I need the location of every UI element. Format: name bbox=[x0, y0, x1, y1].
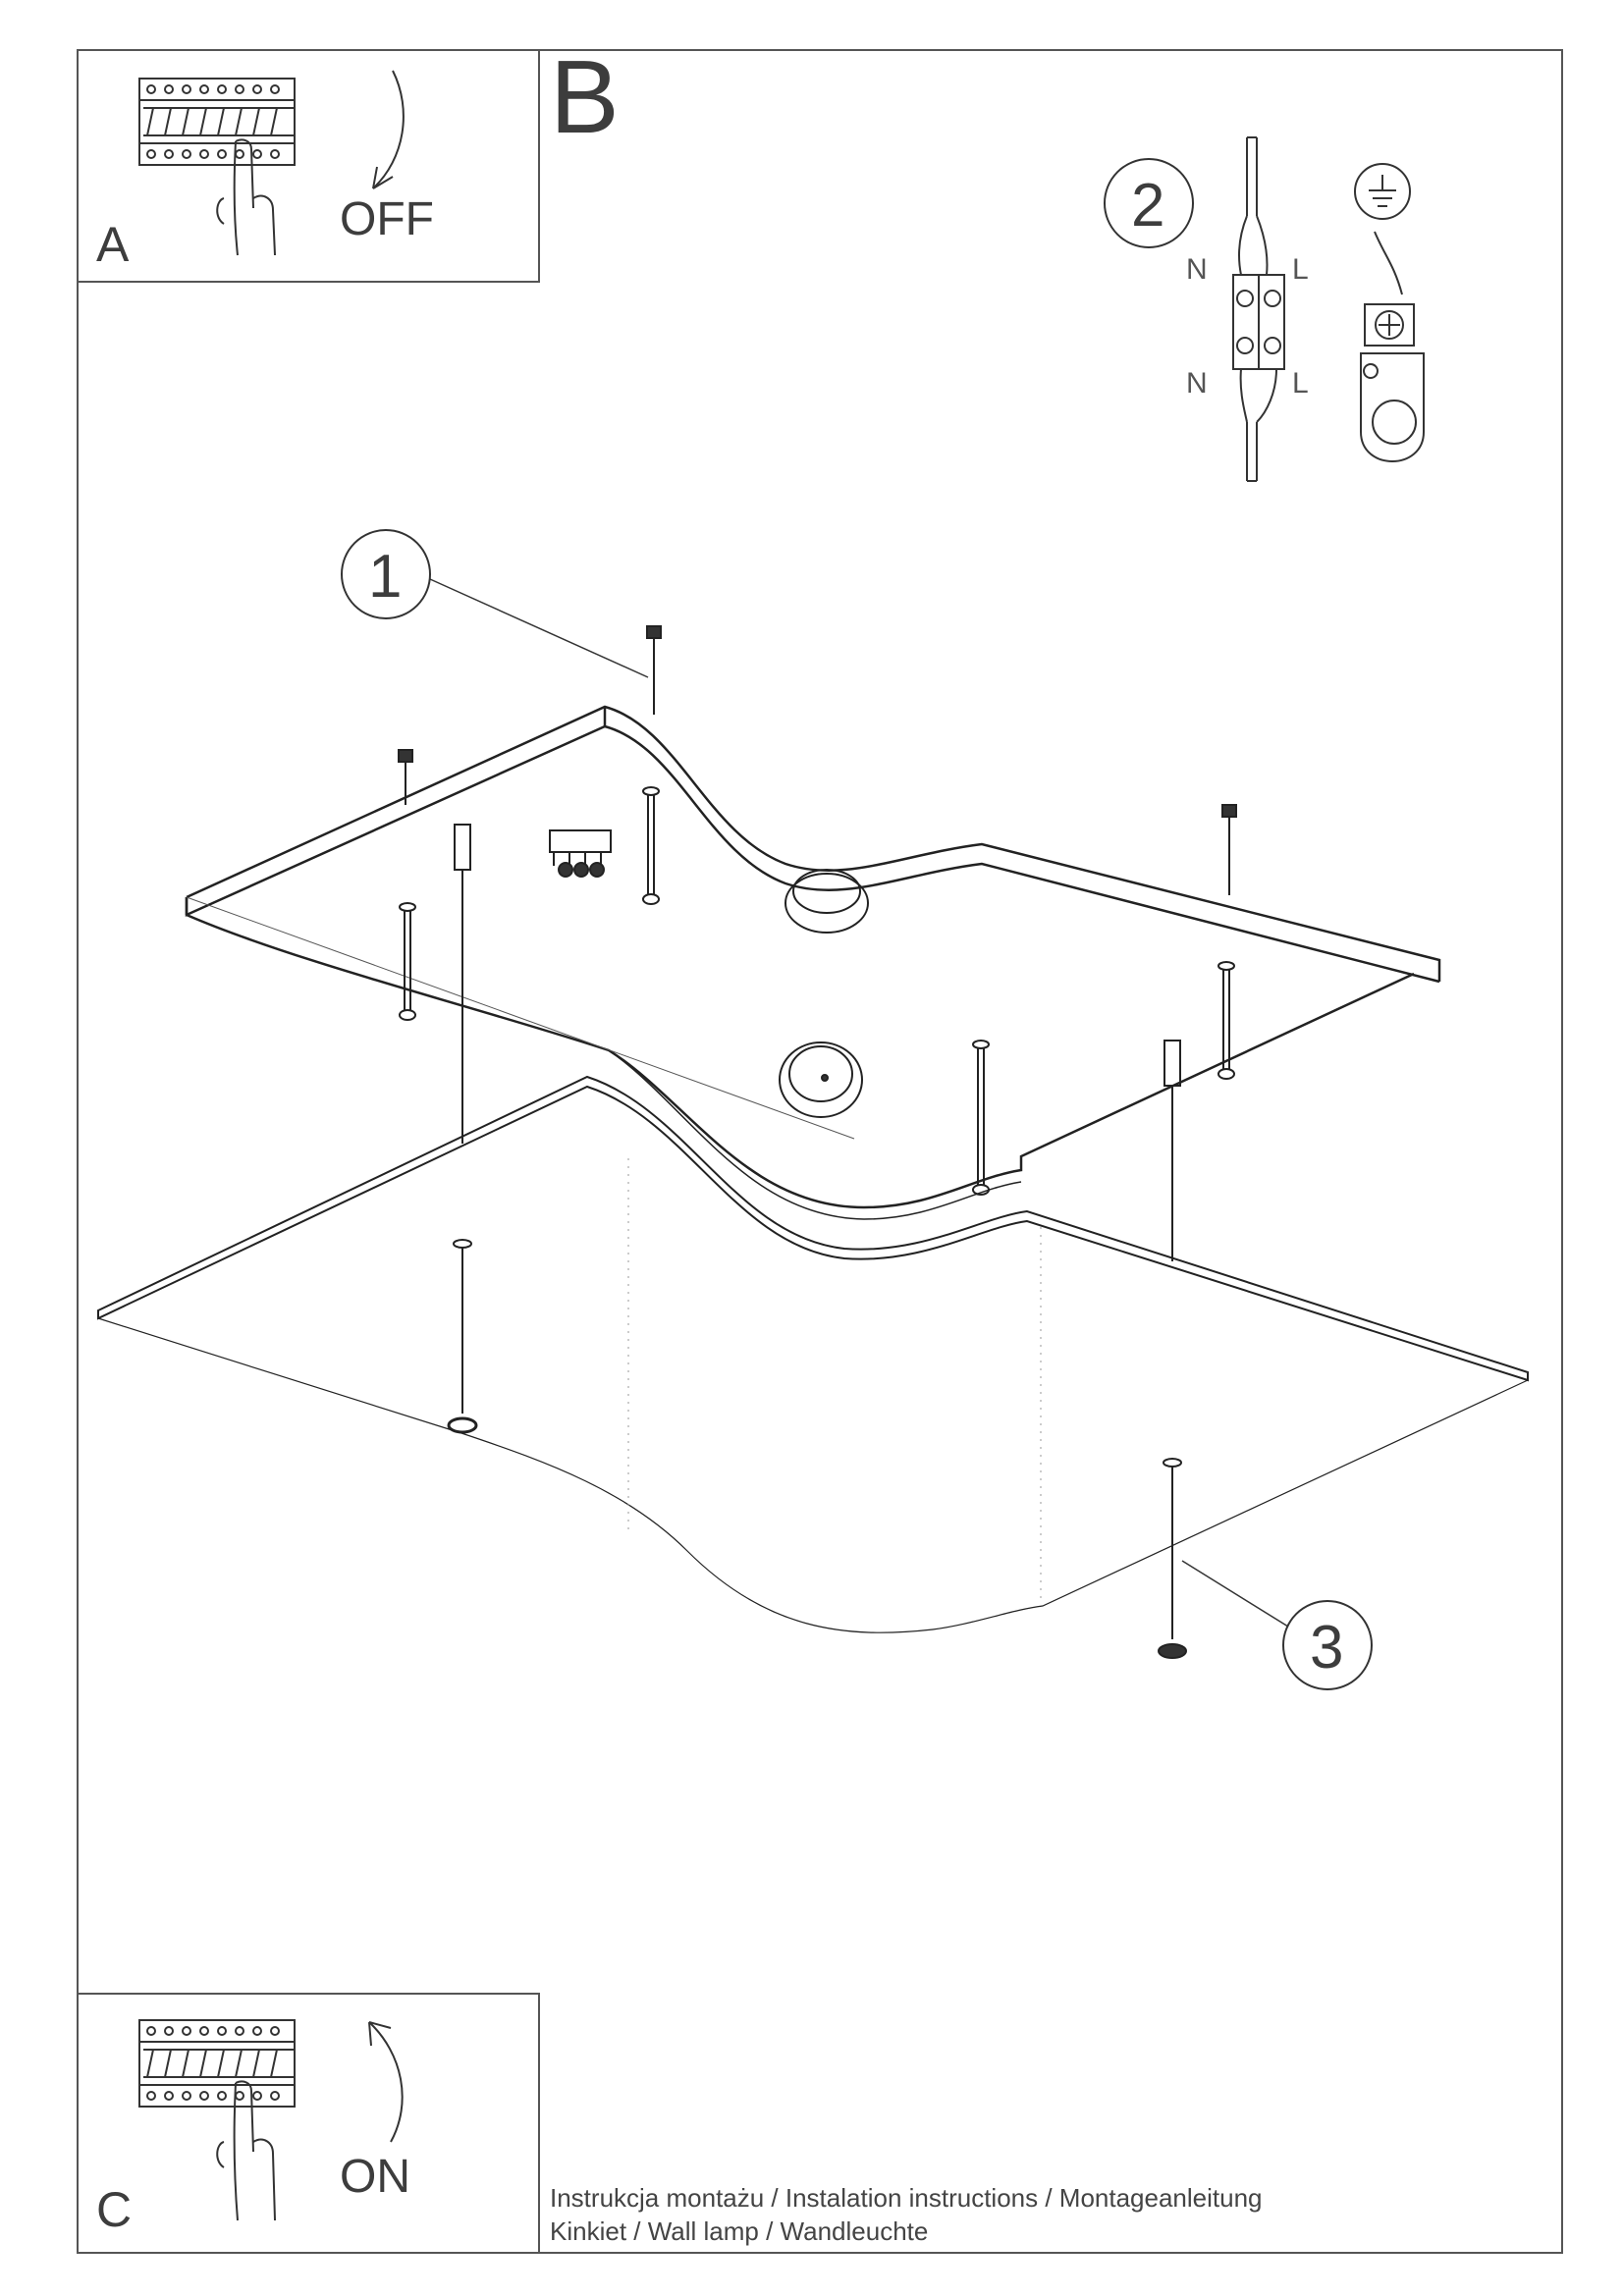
wire-l-bottom: L bbox=[1292, 367, 1309, 400]
step-c-panel: C ON bbox=[77, 1993, 540, 2254]
footer-line-1: Instrukcja montażu / Instalation instruc… bbox=[550, 2183, 1263, 2213]
callout-3-circle bbox=[1282, 1600, 1373, 1690]
callout-1-label: 1 bbox=[368, 543, 402, 611]
connector-block bbox=[549, 829, 612, 878]
wire-l-top: L bbox=[1292, 253, 1309, 286]
circuit-breaker-off-icon bbox=[138, 70, 405, 256]
off-label: OFF bbox=[340, 193, 434, 245]
on-label: ON bbox=[340, 2151, 410, 2203]
callout-3-label: 3 bbox=[1310, 1614, 1343, 1682]
step-b-letter: B bbox=[550, 39, 620, 155]
footer-line-2: Kinkiet / Wall lamp / Wandleuchte bbox=[550, 2216, 929, 2246]
lamp-shade-panel bbox=[97, 1075, 1529, 1633]
callout-2-circle bbox=[1104, 158, 1194, 248]
callout-1-circle bbox=[341, 529, 431, 619]
wiring-detail bbox=[1104, 136, 1425, 482]
page-frame bbox=[77, 49, 1563, 2254]
wire-n-top: N bbox=[1186, 253, 1208, 286]
step-c-letter: C bbox=[96, 2182, 133, 2237]
step-a-letter: A bbox=[96, 217, 130, 272]
screws bbox=[398, 625, 1237, 1659]
wire-n-bottom: N bbox=[1186, 367, 1208, 400]
step-a-panel: A OFF bbox=[77, 49, 540, 283]
lamp-sockets bbox=[779, 869, 869, 1118]
callout-2-label: 2 bbox=[1131, 172, 1164, 240]
circuit-breaker-on-icon bbox=[138, 2019, 404, 2221]
mounting-plate bbox=[185, 705, 1441, 1220]
